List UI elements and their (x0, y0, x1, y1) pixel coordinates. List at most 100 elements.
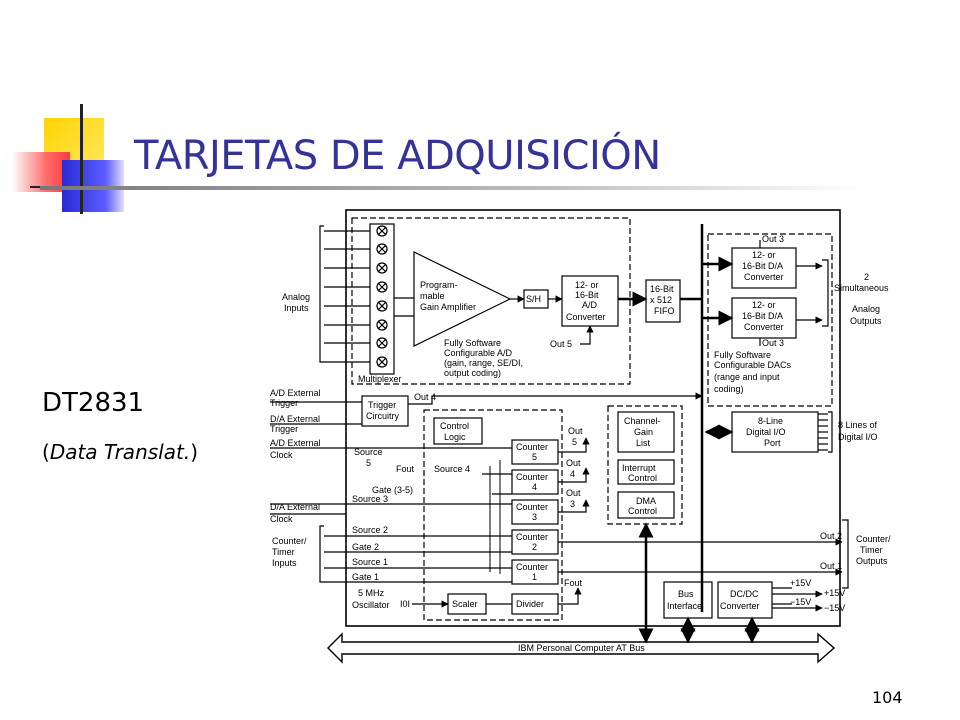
label-counter1-1: Counter (516, 562, 548, 572)
label-m15-int: −15V (790, 597, 811, 607)
label-cgl-3: List (636, 438, 651, 448)
label-bus: IBM Personal Computer AT Bus (518, 643, 645, 653)
board-model: DT2831 (42, 388, 145, 418)
page-number: 104 (872, 688, 903, 707)
label-adc-2: 16-Bit (575, 290, 599, 300)
label-cnt-out3-1: Out (566, 488, 581, 498)
label-pga-3: Gain Amplifier (420, 302, 476, 312)
label-ct-out-1: Counter/ (856, 534, 891, 544)
label-out5-adc: Out 5 (550, 339, 572, 349)
label-osc-2: Oscillator (352, 600, 390, 610)
slide-title: TARJETAS DE ADQUISICIÓN (134, 133, 661, 179)
label-counter2-1: Counter (516, 532, 548, 542)
label-ad-config-3: (gain, range, SE/DI, (444, 358, 523, 368)
label-ad-clock-2: Clock (270, 450, 293, 460)
label-pga-2: mable (420, 291, 445, 301)
label-cnt-out4-1: Out (566, 458, 581, 468)
label-out3-mid: Out 3 (762, 338, 784, 348)
label-ad-config-2: Configurable A/D (444, 348, 513, 358)
label-counter4-1: Counter (516, 472, 548, 482)
label-m15: −15V (824, 603, 845, 613)
label-analog-out-2: Simultaneous (834, 283, 889, 293)
label-dac1-1: 12- or (752, 250, 776, 260)
label-da-trigger-2: Trigger (270, 424, 298, 434)
decor-vertical-line (80, 104, 83, 214)
label-dcdc-2: Converter (720, 601, 760, 611)
label-osc-symbol: I0I (400, 599, 410, 609)
label-gate35: Gate (3-5) (372, 485, 413, 495)
maker-paren-close: ) (190, 440, 198, 464)
label-pga-1: Program- (420, 280, 458, 290)
label-gate2: Gate 2 (352, 542, 379, 552)
label-dac1-3: Converter (744, 272, 784, 282)
label-dio-3: Port (764, 438, 781, 448)
label-dac-config-1: Fully Software (714, 350, 771, 360)
label-fout: Fout (396, 464, 415, 474)
label-counter1-2: 1 (532, 572, 537, 582)
label-control-2: Logic (444, 432, 466, 442)
label-source4: Source 4 (434, 464, 470, 474)
label-source2: Source 2 (352, 525, 388, 535)
label-cnt-out5-2: 5 (572, 437, 577, 447)
label-digital-lines-1: 8 Lines of (838, 420, 878, 430)
label-p15-int: +15V (790, 578, 811, 588)
label-ad-trigger-2: Trigger (270, 398, 298, 408)
label-dcdc-1: DC/DC (730, 589, 759, 599)
label-cnt-out5-1: Out (568, 426, 583, 436)
label-out2: Out 2 (820, 531, 842, 541)
label-fifo-2: x 512 (650, 295, 672, 305)
block-diagram: Analog Inputs A/D External Trigger D/A E… (270, 209, 891, 664)
label-ad-config-4: output coding) (444, 368, 501, 378)
label-fout-div: Fout (564, 578, 583, 588)
label-counter5-2: 5 (532, 452, 537, 462)
label-multiplexer: Multiplexer (358, 374, 402, 384)
label-trigger-2: Circuitry (366, 411, 399, 421)
label-fifo-3: FIFO (654, 306, 675, 316)
label-counter-timer-3: Inputs (272, 558, 297, 568)
label-da-clock-1: D/A External (270, 502, 320, 512)
label-ct-out-2: Timer (860, 545, 883, 555)
label-adc-4: Converter (566, 312, 606, 322)
board-maker: (Data Translat.) (42, 440, 198, 464)
label-out3-top: Out 3 (762, 234, 784, 244)
label-dac-config-2: Configurable DACs (714, 360, 792, 370)
label-fifo-1: 16-Bit (650, 284, 674, 294)
label-out4: Out 4 (414, 392, 436, 402)
label-da-trigger-1: D/A External (270, 414, 320, 424)
label-analog-inputs-2: Inputs (284, 303, 309, 313)
label-cnt-out4-2: 4 (570, 469, 575, 479)
label-interrupt-1: Interrupt (622, 463, 656, 473)
label-ad-clock-1: A/D External (270, 438, 321, 448)
label-p15: +15V (824, 588, 845, 598)
label-source5-2: 5 (366, 458, 371, 468)
title-underline (40, 186, 860, 190)
label-source3: Source 3 (352, 494, 388, 504)
label-dac-config-3: (range and input (714, 372, 780, 382)
label-scaler: Scaler (452, 599, 478, 609)
label-dma-2: Control (628, 506, 657, 516)
label-ct-out-3: Outputs (856, 556, 888, 566)
label-counter2-2: 2 (532, 542, 537, 552)
label-analog-out-4: Outputs (850, 316, 882, 326)
label-gate1: Gate 1 (352, 572, 379, 582)
label-dio-2: Digital I/O (746, 427, 786, 437)
maker-paren-open: ( (42, 440, 50, 464)
maker-name: Data Translat. (49, 440, 191, 464)
decor-red-square (12, 152, 70, 192)
label-dac-config-4: coding) (714, 384, 744, 394)
label-cgl-2: Gain (634, 427, 653, 437)
label-bus-interface-1: Bus (678, 589, 694, 599)
label-counter5-1: Counter (516, 442, 548, 452)
label-interrupt-2: Control (628, 473, 657, 483)
label-counter4-2: 4 (532, 482, 537, 492)
label-counter3-2: 3 (532, 512, 537, 522)
label-counter-timer-2: Timer (272, 547, 295, 557)
label-trigger-1: Trigger (368, 400, 396, 410)
label-dac2-3: Converter (744, 322, 784, 332)
label-ad-trigger-1: A/D External (270, 388, 321, 398)
label-divider: Divider (516, 599, 544, 609)
label-cgl-1: Channel- (624, 416, 661, 426)
label-control-1: Control (440, 421, 469, 431)
label-da-clock-2: Clock (270, 514, 293, 524)
label-adc-3: A/D (582, 300, 598, 310)
